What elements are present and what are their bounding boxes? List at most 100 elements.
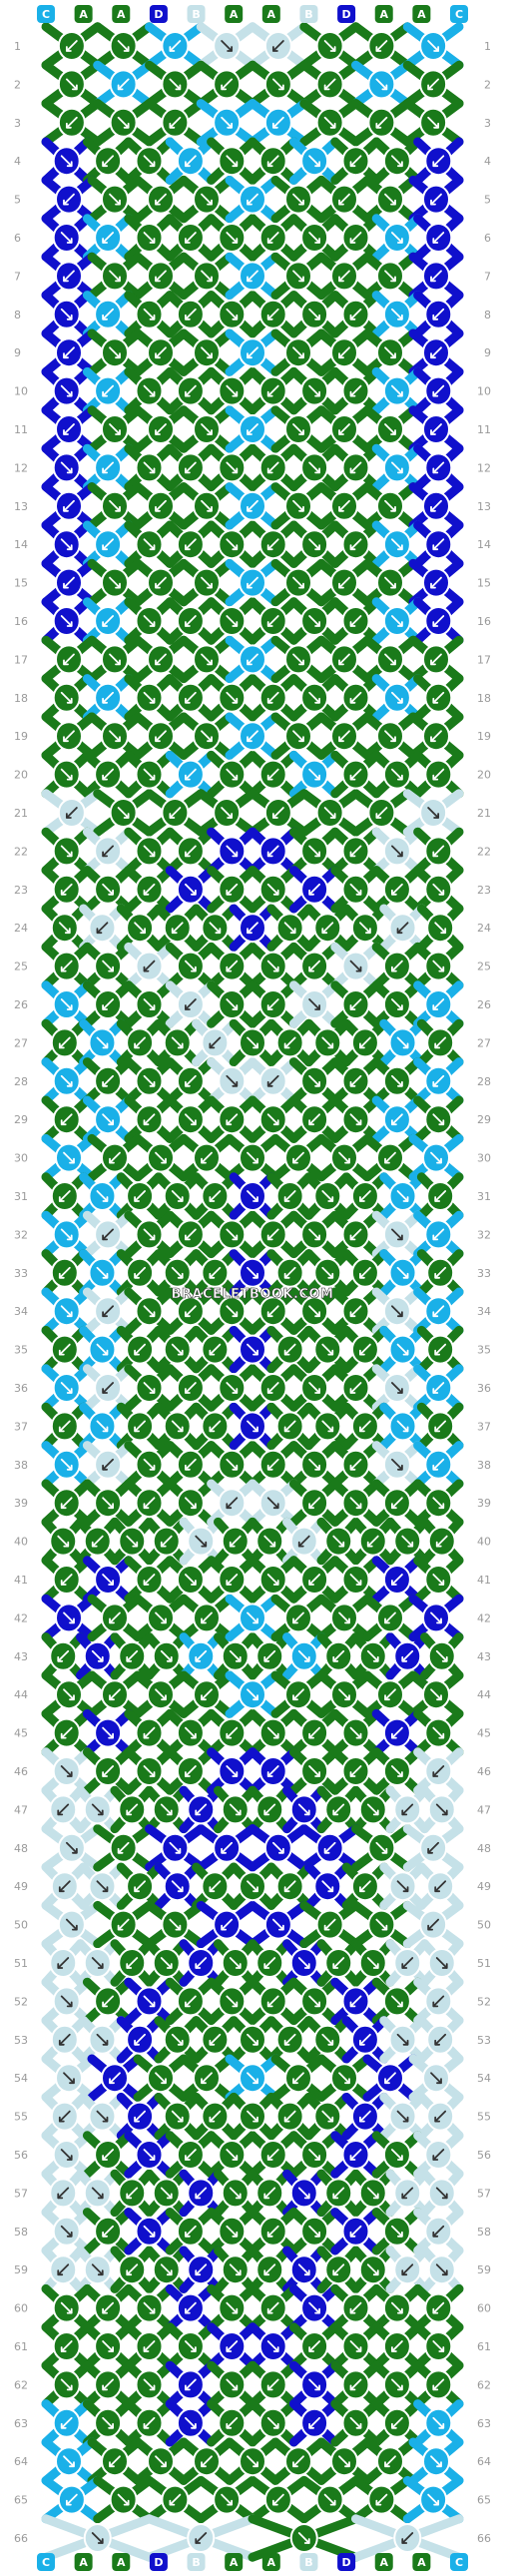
string-label-bottom: A [417,2556,426,2569]
knot-arrow-icon [201,499,213,512]
knot-arrow-icon [430,193,442,206]
row-number: 3 [484,117,491,130]
knot-arrow-icon [134,1343,146,1356]
knot-arrow-icon [96,1036,109,1049]
knot-arrow-icon [323,40,336,52]
knot-arrow-icon [60,461,73,474]
knot-arrow-icon [60,1228,73,1241]
knot-arrow-icon [102,538,114,551]
knot-arrow-icon [308,1382,320,1394]
knot-arrow-icon [384,1611,396,1624]
knot-arrow-icon [292,2072,304,2085]
string-label-bottom: D [342,2556,351,2569]
knot-arrow-icon [349,1497,362,1510]
string-label-bottom: A [267,2556,276,2569]
knot-arrow-icon [432,691,445,704]
knot-arrow-icon [283,1420,296,1433]
knot-arrow-icon [430,1688,442,1701]
knot-arrow-icon [308,2301,320,2314]
knot-arrow-icon [349,845,362,858]
knot-arrow-icon [432,845,445,858]
knot-arrow-icon [391,883,403,896]
knot-arrow-icon [60,883,73,896]
row-number: 1 [14,40,21,53]
knot-arrow-icon [102,1382,114,1394]
knot-arrow-icon [332,1803,345,1816]
knot-arrow-icon [102,1497,114,1510]
row-number: 36 [14,1382,28,1395]
string-badge-top [261,5,280,23]
knot-arrow-icon [321,1880,334,1893]
string-badge-top [112,5,131,23]
knot-arrow-icon [308,384,320,397]
knot-arrow-icon [384,193,396,206]
knot-arrow-icon [266,1305,279,1318]
row-number: 65 [14,2494,28,2507]
row-number: 21 [14,807,28,820]
knot-arrow-icon [263,2187,276,2200]
knot-arrow-icon [221,2493,234,2506]
knot-arrow-icon [430,1151,442,1164]
knot-arrow-icon [185,1458,197,1471]
knot-arrow-icon [60,615,73,627]
knot-arrow-icon [171,2033,184,2046]
knot-arrow-icon [117,116,130,129]
knot-arrow-icon [195,1957,208,1969]
knot-arrow-icon [349,1228,362,1241]
knot-arrow-icon [308,883,320,896]
knot-arrow-icon [434,1420,447,1433]
knot-arrow-icon [391,1995,403,2008]
knot-arrow-icon [155,576,167,589]
row-number: 2 [14,78,21,91]
knot-arrow-icon [391,1497,403,1510]
knot-arrow-icon [427,116,440,129]
knot-arrow-icon [432,2301,445,2314]
knot-arrow-icon [57,1957,70,1969]
knot-arrow-icon [321,1343,334,1356]
knot-arrow-icon [391,232,403,244]
knot-arrow-icon [60,960,73,972]
knot-arrow-icon [391,998,403,1010]
string-label-top: D [342,8,351,21]
knot-arrow-icon [308,2378,320,2391]
knot-arrow-icon [391,691,403,704]
knot-arrow-icon [185,2149,197,2161]
string-badge-bottom [149,2553,168,2571]
knot-arrow-icon [96,922,109,935]
knot-arrow-icon [134,922,146,935]
knot-arrow-icon [143,2149,156,2161]
knot-arrow-icon [60,691,73,704]
knot-arrow-icon [143,1574,156,1586]
knot-arrow-icon [401,1535,414,1548]
row-number: 64 [14,2455,28,2468]
string-label-top: B [192,8,200,21]
string-label-bottom: A [379,2556,388,2569]
row-number: 50 [14,1919,28,1932]
knot-arrow-icon [349,1765,362,1777]
knot-arrow-icon [338,1151,350,1164]
knot-arrow-icon [247,1611,258,1624]
knot-arrow-icon [283,2033,296,2046]
knot-arrow-icon [160,1649,173,1662]
string-label-bottom: C [455,2556,463,2569]
knot-arrow-icon [102,1726,114,1739]
knot-arrow-icon [396,922,409,935]
knot-arrow-icon [427,1918,440,1931]
knot-arrow-icon [308,615,320,627]
knot-arrow-icon [58,922,71,935]
row-number: 59 [14,2263,28,2276]
knot-arrow-icon [60,2225,73,2238]
knot-arrow-icon [349,1995,362,2008]
knot-arrow-icon [226,1458,239,1471]
knot-arrow-icon [109,653,121,666]
row-number: 17 [477,653,491,666]
knot-arrow-icon [155,1688,167,1701]
knot-arrow-icon [109,1611,121,1624]
knot-arrow-icon [391,308,403,321]
knot-arrow-icon [102,308,114,321]
knot-arrow-icon [247,499,258,512]
row-number: 40 [14,1536,28,1549]
knot-arrow-icon [185,691,197,704]
row-number: 32 [14,1228,28,1241]
